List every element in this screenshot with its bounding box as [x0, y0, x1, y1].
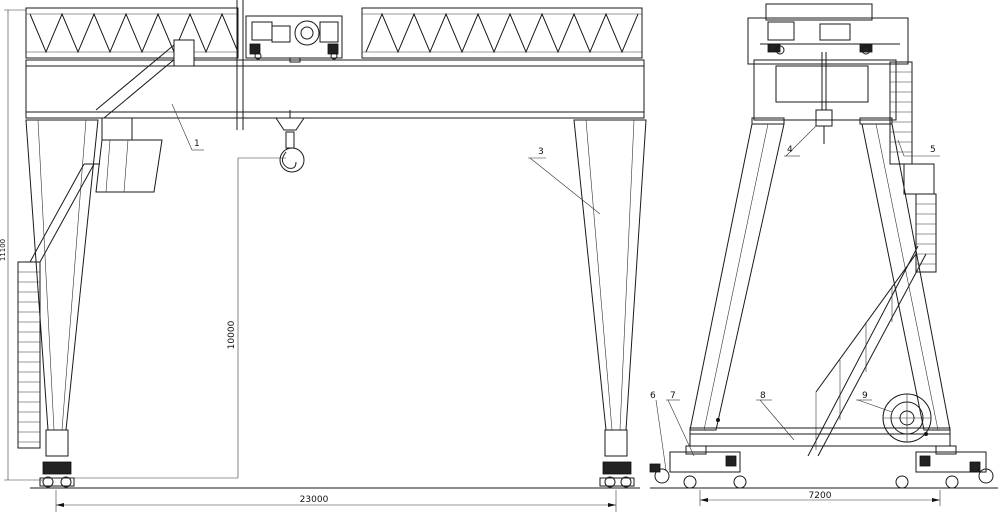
stair-and-cab	[29, 39, 195, 263]
callout-3: 3	[528, 147, 601, 215]
part-label-8: 8	[760, 391, 766, 401]
main-girder	[25, 59, 645, 119]
side-girder	[751, 59, 897, 125]
callout-9: 9	[856, 391, 893, 413]
part-label-5: 5	[930, 145, 936, 155]
callout-6: 6	[650, 391, 667, 471]
side-view: 7200 4 5 6 7 8 9	[649, 3, 998, 506]
span-dimension: 23000	[55, 490, 617, 512]
part-label-3: 3	[538, 147, 544, 157]
side-ladder	[889, 61, 937, 273]
lift-height-label: 10000	[227, 320, 237, 349]
wheelbase-dimension: 7200	[699, 490, 941, 506]
hook-block	[275, 110, 305, 173]
callout-5: 5	[897, 139, 940, 157]
bogie-right	[895, 445, 994, 489]
span-label: 23000	[300, 495, 329, 505]
cable-reel	[882, 393, 932, 443]
vertical-ladder	[17, 261, 41, 449]
wheelbase-label: 7200	[809, 491, 832, 501]
trolley	[245, 15, 343, 63]
truss-railing-right	[361, 7, 643, 59]
side-trolley	[747, 3, 909, 144]
callout-4: 4	[784, 125, 817, 157]
part-label-1: 1	[194, 139, 200, 149]
bogie-left	[649, 445, 747, 489]
side-stair	[807, 245, 927, 457]
part-label-4: 4	[787, 145, 793, 155]
truss-railing-left	[25, 7, 239, 59]
overall-height-dimension: 11100	[0, 9, 44, 481]
part-label-9: 9	[862, 391, 868, 401]
callout-1: 1	[171, 103, 204, 151]
side-a-frame	[689, 123, 951, 431]
left-leg	[25, 119, 99, 488]
right-leg	[573, 119, 647, 488]
part-label-6: 6	[650, 391, 656, 401]
part-label-7: 7	[670, 391, 676, 401]
overall-height-label: 11100	[0, 239, 7, 261]
front-view: 10000 11100 23000 1 3	[0, 0, 647, 512]
callout-8: 8	[756, 391, 795, 441]
callout-7: 7	[666, 391, 695, 457]
lift-height-dimension: 10000	[44, 157, 286, 479]
